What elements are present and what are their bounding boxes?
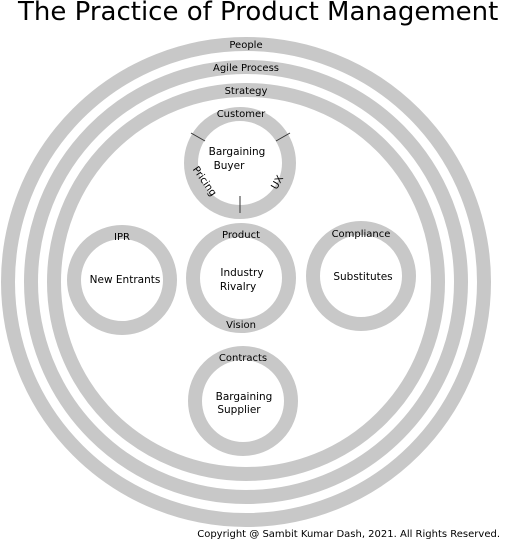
bargaining-supplier-line1: Bargaining [216, 391, 273, 403]
people-ring-label: People [229, 40, 262, 51]
compliance-ring [306, 221, 416, 331]
bargaining-supplier-line2: Supplier [217, 404, 261, 416]
people-ring [1, 37, 491, 527]
ipr-ring [67, 225, 177, 335]
product-ring [186, 223, 296, 333]
customer-divider-right [275, 132, 291, 142]
agile-process-ring-label: Agile Process [213, 63, 279, 74]
industry-rivalry-line1: Industry [220, 267, 263, 279]
product-ring-label: Product [222, 230, 260, 241]
substitutes-label: Substitutes [333, 271, 392, 283]
contracts-ring [188, 346, 298, 456]
copyright-notice: Copyright @ Sambit Kumar Dash, 2021. All… [197, 529, 500, 540]
contracts-ring-label: Contracts [219, 353, 267, 364]
bargaining-buyer-line2: Buyer [214, 160, 246, 172]
ipr-ring-label: IPR [114, 232, 130, 243]
new-entrants-label: New Entrants [90, 274, 161, 286]
agile-process-ring [24, 60, 468, 504]
vision-label: Vision [226, 320, 256, 331]
customer-ring-label: Customer [217, 109, 266, 120]
bargaining-buyer-line1: Bargaining [209, 146, 266, 158]
strategy-ring [47, 83, 445, 481]
compliance-ring-label: Compliance [332, 229, 391, 240]
outer-rings [1, 37, 491, 527]
industry-rivalry-line2: Rivalry [220, 281, 256, 293]
customer-ring-group [184, 107, 296, 219]
strategy-ring-label: Strategy [225, 86, 268, 97]
customer-divider-left [190, 132, 206, 142]
page-title: The Practice of Product Management [17, 0, 498, 27]
